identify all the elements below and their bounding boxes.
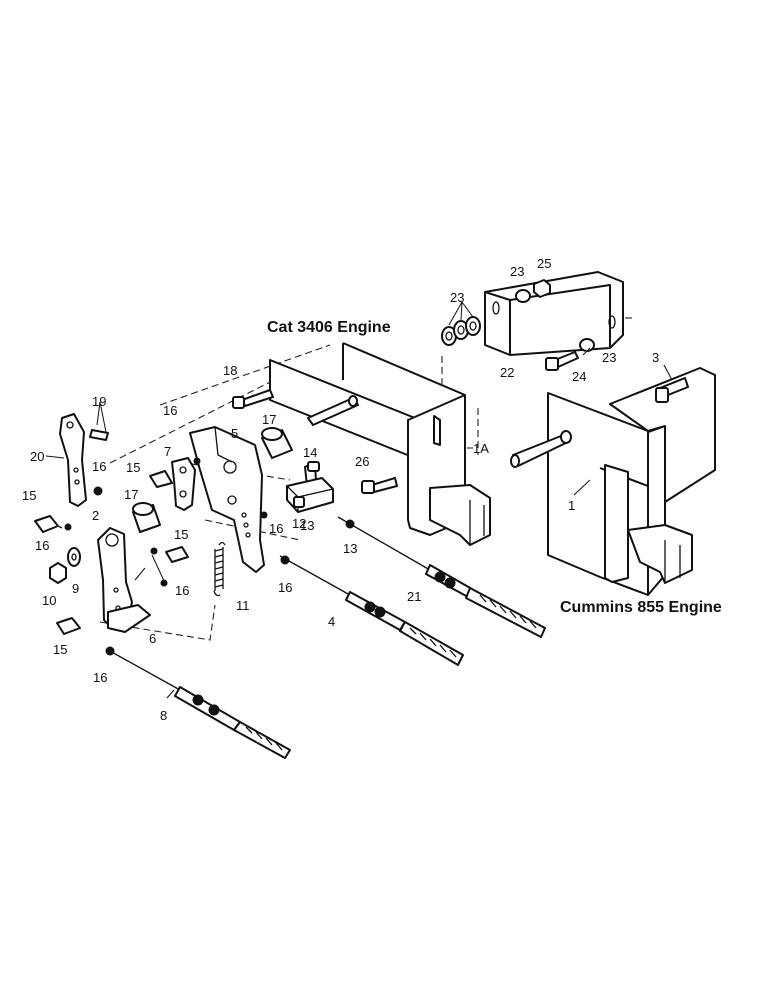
callout-7: 7 (164, 444, 171, 459)
callout-22: 22 (500, 365, 514, 380)
callout-18: 18 (223, 363, 237, 378)
cat-3406-engine-title: Cat 3406 Engine (267, 319, 391, 336)
callout-16f: 16 (278, 580, 292, 595)
callout-10: 10 (42, 593, 56, 608)
callout-6: 6 (149, 631, 156, 646)
cummins-bracket (510, 367, 716, 596)
spring (213, 541, 226, 597)
callout-8: 8 (160, 708, 167, 723)
callout-24: 24 (572, 369, 586, 384)
callout-4: 4 (328, 614, 335, 629)
callout-1a: 1A (473, 441, 489, 456)
levers (59, 413, 265, 633)
bushings (132, 427, 293, 533)
leader-lines (45, 301, 673, 699)
callout-21: 21 (407, 589, 421, 604)
callout-15d: 15 (53, 642, 67, 657)
pins (34, 457, 268, 635)
cables (105, 516, 546, 759)
callout-20: 20 (30, 449, 44, 464)
callout-16b: 16 (92, 459, 106, 474)
callout-16d: 16 (175, 583, 189, 598)
callout-15c: 15 (174, 527, 188, 542)
callout-23b: 23 (510, 264, 524, 279)
callout-17b: 17 (124, 487, 138, 502)
callout-11: 11 (236, 598, 250, 613)
cable-clamp (286, 477, 334, 513)
callout-9: 9 (72, 581, 79, 596)
callout-16a: 16 (163, 403, 177, 418)
cat-bracket (269, 342, 491, 546)
cummins-855-engine-title: Cummins 855 Engine (560, 599, 722, 616)
callout-13b: 13 (343, 541, 357, 556)
callout-17a: 17 (262, 412, 276, 427)
callout-19: 19 (92, 394, 106, 409)
callouts: 1 1A 2 3 4 5 6 7 8 9 10 11 12 13 13 14 1… (22, 256, 659, 723)
callout-25: 25 (537, 256, 551, 271)
callout-15b: 15 (126, 460, 140, 475)
callout-16c: 16 (35, 538, 49, 553)
callout-26: 26 (355, 454, 369, 469)
callout-13a: 13 (300, 518, 314, 533)
callout-16g: 16 (93, 670, 107, 685)
callout-3: 3 (652, 350, 659, 365)
callout-12: 12 (292, 516, 306, 531)
callout-23a: 23 (450, 290, 464, 305)
callout-1: 1 (568, 498, 575, 513)
callout-14: 14 (303, 445, 317, 460)
callout-23c: 23 (602, 350, 616, 365)
callout-16e: 16 (269, 521, 283, 536)
washers (49, 547, 81, 584)
callout-2: 2 (92, 508, 99, 523)
callout-15a: 15 (22, 488, 36, 503)
callout-5: 5 (231, 426, 238, 441)
upper-bracket-22 (484, 271, 624, 356)
